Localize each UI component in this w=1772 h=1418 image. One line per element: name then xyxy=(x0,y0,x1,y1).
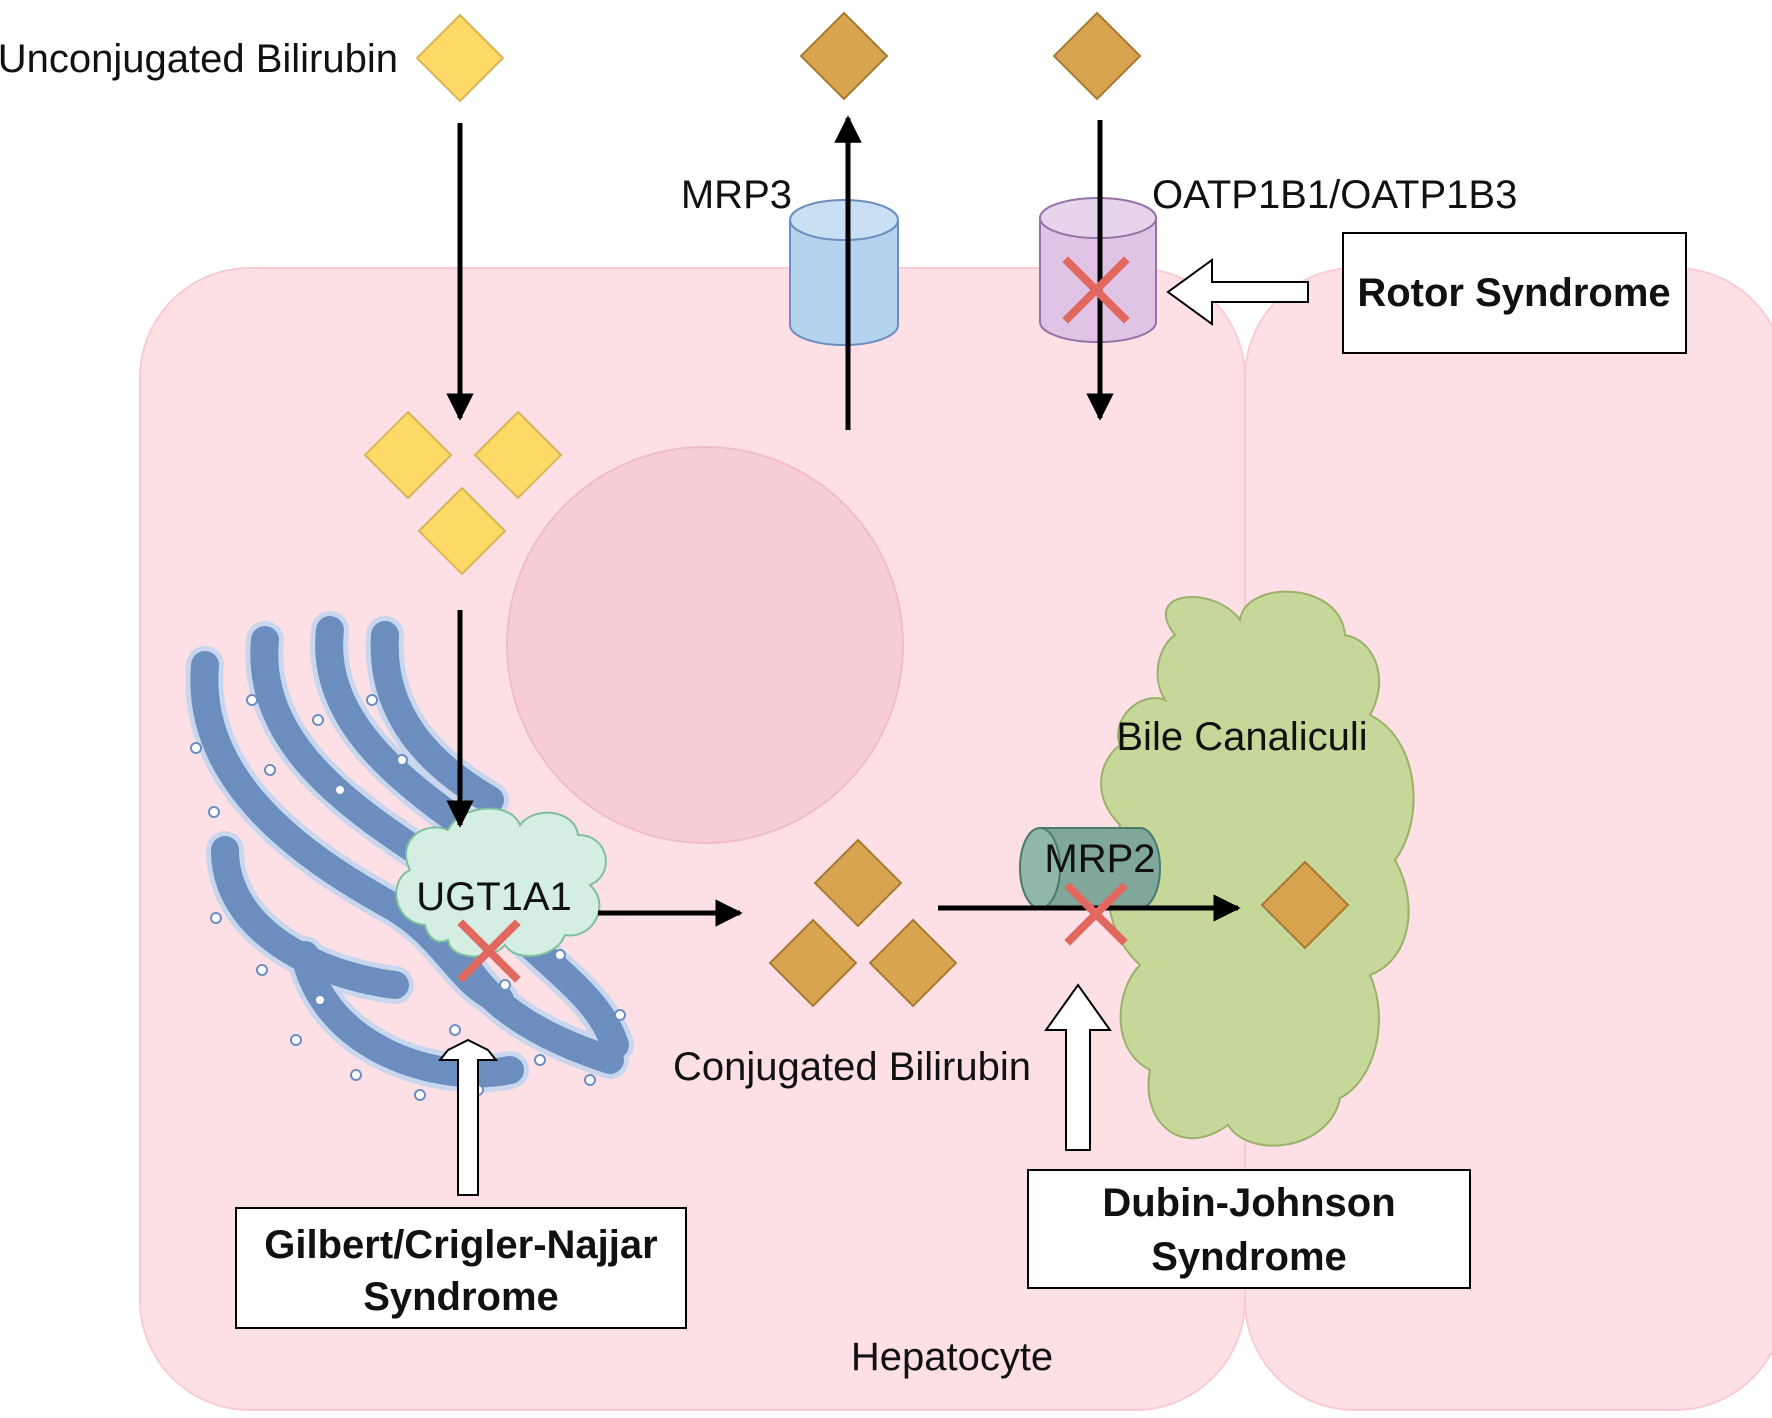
conjugated-bilirubin-uptake xyxy=(1052,11,1142,101)
nucleus xyxy=(506,446,904,844)
conjugated-bilirubin-label: Conjugated Bilirubin xyxy=(673,1045,1031,1089)
dubin-johnson-syndrome-box xyxy=(1027,1169,1471,1289)
mrp3-transporter xyxy=(789,199,899,346)
oatp-block-cross xyxy=(1062,256,1130,324)
endoplasmic-reticulum xyxy=(185,611,634,1101)
bile-canaliculi-shape xyxy=(1100,590,1415,1147)
oatp-label: OATP1B1/OATP1B3 xyxy=(1152,173,1517,217)
hepatocyte-label: Hepatocyte xyxy=(851,1335,1053,1379)
mrp2-block-cross xyxy=(1064,882,1128,946)
rotor-syndrome-box xyxy=(1342,232,1687,354)
unconjugated-bilirubin-label: Unconjugated Bilirubin xyxy=(0,37,398,81)
dubin-johnson-label-line2: Syndrome xyxy=(1151,1235,1347,1279)
dubin-arrow-icon xyxy=(1044,983,1112,1151)
conjugated-bilirubin-exported xyxy=(799,11,889,101)
unconjugated-bilirubin-cluster xyxy=(363,410,563,576)
mrp3-label: MRP3 xyxy=(681,173,792,217)
conjugated-bilirubin-bile xyxy=(1260,860,1350,950)
bile-canaliculi-label: Bile Canaliculi xyxy=(1116,715,1367,759)
unconjugated-bilirubin-extracellular xyxy=(415,13,505,103)
ugt1a1-block-cross xyxy=(457,919,521,983)
gilbert-syndrome-label-line1: Gilbert/Crigler-Najjar xyxy=(264,1223,657,1267)
dubin-johnson-label-line1: Dubin-Johnson xyxy=(1102,1181,1395,1225)
rotor-arrow-icon xyxy=(1166,258,1309,326)
gilbert-syndrome-label-line2: Syndrome xyxy=(363,1275,559,1319)
gilbert-arrow-icon xyxy=(437,1038,499,1196)
mrp2-label: MRP2 xyxy=(1044,837,1155,881)
rotor-syndrome-label: Rotor Syndrome xyxy=(1357,271,1670,315)
conjugated-bilirubin-cluster xyxy=(768,838,958,1008)
gilbert-syndrome-box xyxy=(235,1207,687,1329)
ugt1a1-label: UGT1A1 xyxy=(416,875,572,919)
